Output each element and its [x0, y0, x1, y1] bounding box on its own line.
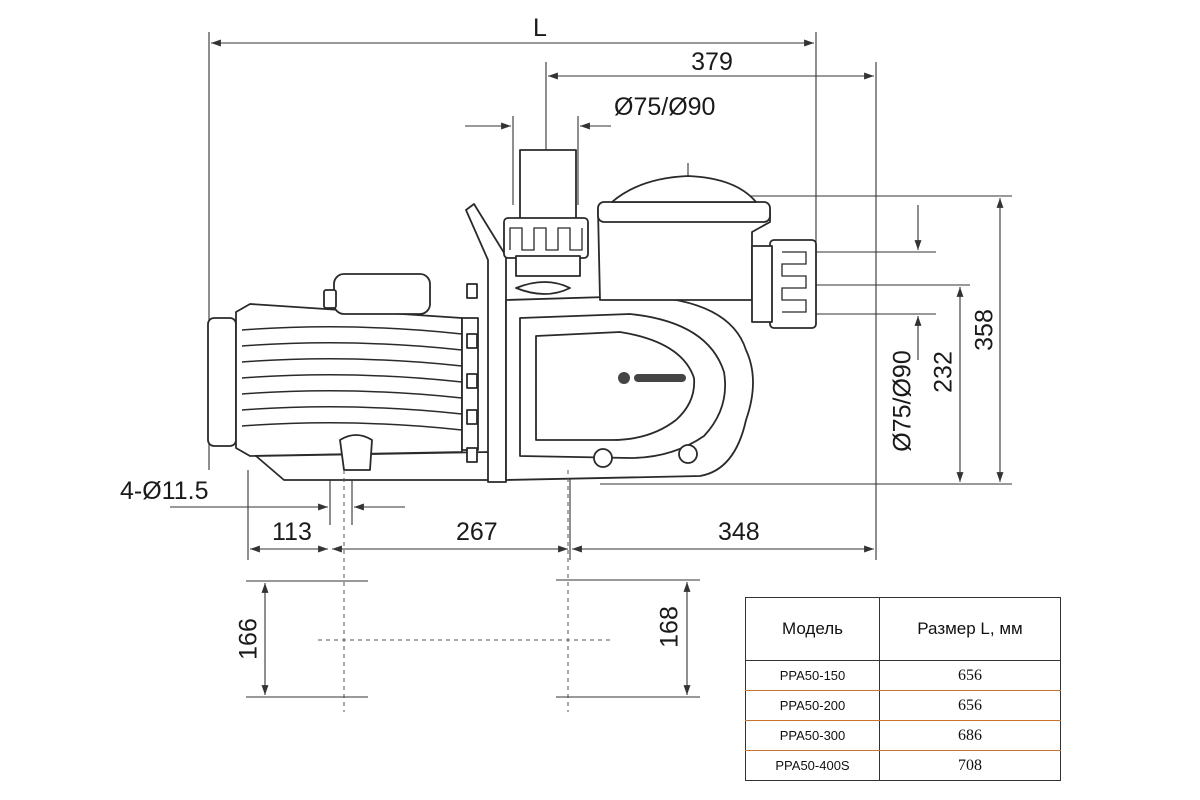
dim-base-113: 113 — [272, 518, 312, 546]
column-header-size: Размер L, мм — [879, 597, 1061, 661]
cell-model: PPA50-150 — [745, 660, 880, 691]
inlet-pipe — [519, 149, 577, 221]
table-header-row: Модель Размер L, мм — [745, 597, 1061, 661]
outlet-union-nut — [769, 239, 817, 329]
table-row: PPA50-400S 708 — [745, 750, 1061, 781]
column-header-model: Модель — [745, 597, 880, 661]
cell-model: PPA50-200 — [745, 690, 880, 721]
cell-size: 656 — [879, 660, 1061, 691]
drain-plug-right — [678, 444, 698, 464]
cell-model: PPA50-400S — [745, 750, 880, 781]
table-row: PPA50-200 656 — [745, 690, 1061, 721]
drain-plug-left — [593, 448, 613, 468]
motor-end-cap — [207, 317, 237, 447]
cell-size: 656 — [879, 690, 1061, 721]
extension-lines — [208, 32, 1012, 560]
pump-body — [207, 149, 817, 483]
dim-top-length: 379 — [691, 48, 733, 76]
cell-size: 686 — [879, 720, 1061, 751]
dim-height-232: 232 — [929, 351, 958, 393]
volute-rib — [535, 331, 696, 441]
flange-bolts — [466, 283, 478, 463]
support-bracket — [465, 203, 507, 483]
dim-base-348: 348 — [718, 518, 760, 546]
terminal-screw — [323, 289, 337, 309]
dimension-lines — [170, 39, 1004, 553]
dim-overall-length: L — [533, 14, 547, 42]
nut-teeth — [509, 227, 807, 313]
strainer-lid-rim — [597, 201, 771, 223]
center-lines — [318, 470, 610, 712]
dim-side-pipe: Ø75/Ø90 — [888, 350, 917, 452]
dim-height-358: 358 — [970, 309, 999, 351]
table-row: PPA50-300 686 — [745, 720, 1061, 751]
cell-size: 708 — [879, 750, 1061, 781]
motor-base — [255, 451, 491, 481]
strainer-housing — [597, 209, 771, 301]
inlet-collar — [515, 255, 581, 277]
strainer-lid-dome — [611, 175, 757, 203]
dim-mount-holes: 4-Ø11.5 — [120, 477, 209, 505]
terminal-box — [333, 273, 431, 315]
footprint-dimensions — [246, 579, 700, 698]
brand-logo — [618, 372, 686, 384]
dim-foot-166: 166 — [234, 618, 263, 660]
dim-top-pipe: Ø75/Ø90 — [614, 93, 716, 121]
motor-fins — [241, 326, 463, 431]
cell-model: PPA50-300 — [745, 720, 880, 751]
motor-foot — [339, 434, 373, 471]
table-row: PPA50-150 656 — [745, 660, 1061, 691]
model-size-table: Модель Размер L, мм PPA50-150 656 PPA50-… — [745, 597, 1061, 781]
impeller-nut — [515, 281, 571, 295]
dim-base-267: 267 — [456, 518, 498, 546]
dim-foot-168: 168 — [655, 606, 684, 648]
outlet-collar — [751, 245, 773, 323]
